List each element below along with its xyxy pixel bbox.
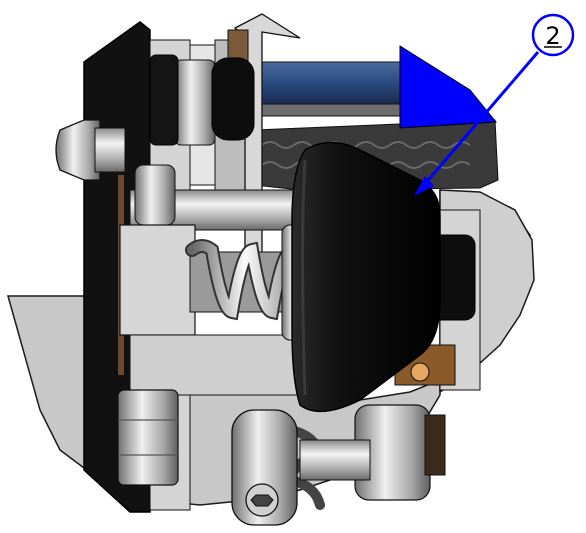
bumper-highlight [301, 159, 307, 396]
leader-line [416, 51, 540, 193]
blue-bar-lower [254, 103, 406, 117]
callout-label: 2 [545, 22, 560, 50]
bronze-hole [410, 362, 430, 382]
bottom-link [299, 439, 371, 481]
callout-2: 2 [414, 13, 575, 196]
top-roller-disk [149, 54, 179, 146]
lower-block [129, 334, 321, 396]
hex-socket [250, 494, 274, 507]
callout-balloon [531, 13, 575, 57]
top-roller [174, 59, 216, 146]
screw-shank [94, 127, 126, 173]
rubber-bumper [291, 141, 441, 413]
screw-head [55, 119, 101, 181]
bottom-ring [424, 414, 446, 476]
hex-nut-facets [118, 419, 178, 456]
hex-nut [117, 389, 179, 486]
leader-arrowhead [414, 176, 434, 196]
middle-block [119, 224, 196, 336]
top-roller-black [211, 57, 255, 141]
shaft-collar [134, 164, 176, 226]
blue-wedge [399, 45, 498, 129]
blue-bar [249, 61, 411, 105]
